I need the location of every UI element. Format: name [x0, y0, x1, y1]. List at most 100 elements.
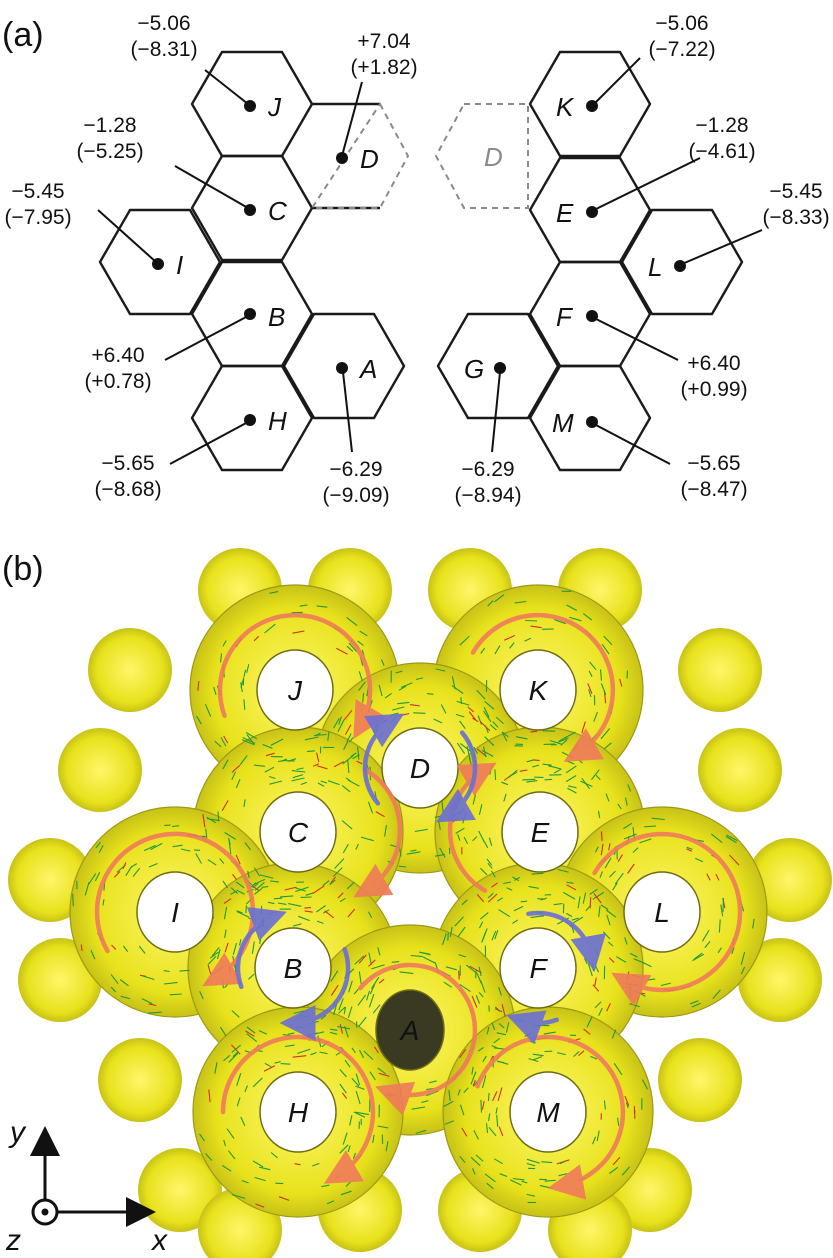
- current-vector: [269, 775, 276, 780]
- current-vector: [314, 733, 327, 737]
- current-vector: [342, 1132, 348, 1145]
- current-vector: [259, 1166, 271, 1171]
- current-vector: [230, 890, 238, 895]
- current-vector: [480, 980, 486, 993]
- current-vector: [484, 736, 495, 747]
- current-vector: [497, 1087, 503, 1102]
- current-vector: [329, 879, 336, 885]
- current-vector: [596, 1130, 600, 1142]
- current-vector: [498, 1023, 505, 1029]
- current-vector: [243, 799, 246, 807]
- current-vector: [236, 910, 243, 914]
- current-vector: [195, 853, 202, 864]
- current-vector: [172, 825, 180, 828]
- current-vector: [454, 916, 464, 927]
- surface-lobe: [658, 1038, 742, 1122]
- current-vector: [220, 737, 227, 747]
- current-vector: [337, 892, 344, 899]
- current-vector: [419, 951, 431, 956]
- current-vector: [377, 1067, 387, 1075]
- current-vector: [199, 991, 204, 1000]
- current-vector: [221, 800, 229, 811]
- current-vector: [592, 1136, 597, 1145]
- current-vector: [252, 1160, 264, 1168]
- current-vector: [253, 764, 265, 767]
- current-vector: [456, 700, 470, 706]
- current-vector: [512, 919, 519, 924]
- ring-hole-a: [375, 989, 445, 1071]
- current-vector: [563, 891, 576, 900]
- current-vector: [480, 867, 488, 876]
- value-c-2: (−5.25): [76, 140, 143, 163]
- current-vector: [205, 828, 208, 839]
- value-e-2: (−4.61): [688, 140, 755, 163]
- current-vector: [605, 793, 610, 802]
- current-vector: [223, 898, 232, 904]
- current-vector: [445, 966, 457, 971]
- current-vector: [509, 642, 515, 649]
- current-vector: [351, 1077, 360, 1087]
- current-vector: [422, 956, 436, 964]
- current-vector: [246, 734, 255, 745]
- surface-lobe: [698, 728, 782, 812]
- current-vector: [495, 1107, 498, 1114]
- current-vector: [355, 1085, 365, 1090]
- current-vector: [481, 1075, 487, 1089]
- current-vector: [253, 867, 260, 877]
- current-vector: [232, 873, 237, 880]
- diatropic-arrow-c: [353, 767, 403, 898]
- current-vector: [296, 767, 304, 771]
- current-vector: [533, 1025, 541, 1027]
- current-vector: [485, 1123, 489, 1133]
- current-vector: [592, 984, 600, 992]
- current-vector: [298, 915, 310, 922]
- value-f-1: +6.40: [687, 352, 740, 375]
- current-vector: [484, 1173, 496, 1183]
- current-vector: [222, 1165, 232, 1172]
- current-vector: [598, 1007, 603, 1016]
- current-vector: [384, 692, 392, 699]
- current-vector: [337, 719, 345, 732]
- ring-label-l: L: [648, 252, 662, 282]
- current-vector: [358, 671, 363, 682]
- current-vector: [461, 1127, 468, 1137]
- current-vector: [340, 1190, 352, 1196]
- current-vector: [248, 973, 255, 980]
- current-vector: [385, 1141, 389, 1152]
- current-vector: [440, 704, 447, 714]
- current-vector: [84, 882, 90, 896]
- ring-hole-k: [499, 649, 577, 731]
- ring-hole-j: [256, 649, 334, 731]
- current-vector: [228, 837, 231, 845]
- current-vector: [378, 1072, 390, 1077]
- current-vector: [642, 1079, 648, 1090]
- current-vector: [478, 921, 484, 929]
- paratropic-arrow-b-right: [279, 946, 351, 1041]
- value-h-1: −5.65: [101, 452, 154, 475]
- current-vector: [342, 843, 349, 854]
- current-vector: [591, 769, 600, 780]
- current-vector: [623, 833, 637, 840]
- current-vector: [611, 1029, 617, 1039]
- current-vector: [228, 1052, 239, 1063]
- current-vector: [227, 1150, 236, 1160]
- current-vector: [244, 1085, 249, 1093]
- current-vector: [526, 1193, 536, 1197]
- current-vector: [590, 1055, 598, 1060]
- current-vector: [247, 870, 250, 879]
- current-vector: [704, 941, 711, 948]
- current-vector: [566, 881, 574, 884]
- current-vector: [461, 899, 468, 906]
- current-vector: [477, 715, 483, 725]
- hole-label-l: L: [654, 897, 670, 928]
- current-vector: [710, 833, 723, 844]
- current-vector: [480, 647, 486, 654]
- value-b-2: (+0.78): [84, 370, 151, 393]
- current-vector: [284, 1044, 295, 1048]
- surface-lobe: [748, 838, 832, 922]
- current-vector: [639, 838, 652, 844]
- current-vector: [478, 804, 483, 815]
- current-vector: [566, 884, 577, 891]
- ring-hole-e: [501, 791, 579, 873]
